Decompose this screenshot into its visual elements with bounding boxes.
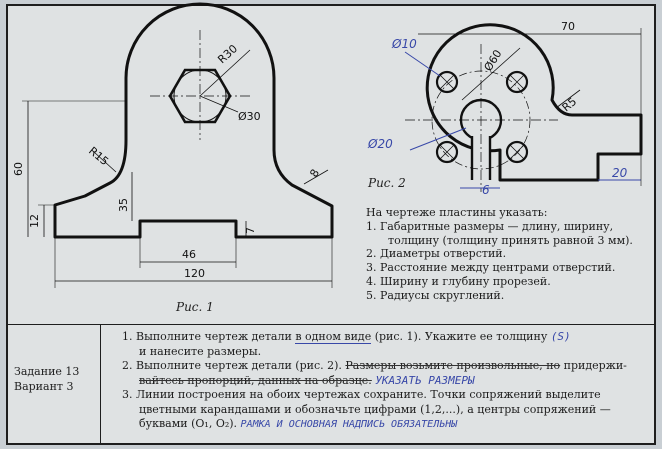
dim-d30: Ø30 <box>238 110 261 123</box>
task-1-underlined: в одном виде <box>295 330 372 344</box>
dim-120: 120 <box>184 267 205 280</box>
hole-bottom-right <box>505 140 529 164</box>
part-outline <box>53 2 334 239</box>
plate-instructions: На чертеже пластины указать: 1. Габаритн… <box>366 206 651 303</box>
instruction-item-1-cont: толщину (толщину принять равной 3 мм). <box>388 233 633 247</box>
dim-8: 8 <box>307 167 322 180</box>
task-1-cont: и нанесите размеры. <box>139 344 262 358</box>
figure-1-dimensions: R30 Ø30 R15 60 12 35 7 46 120 8 <box>12 42 322 280</box>
task-column-divider <box>100 324 101 443</box>
task-3-cont2: буквами (O₁, O₂). РАМКА И ОСНОВНАЯ НАДПИ… <box>139 417 458 430</box>
dim-46: 46 <box>182 248 196 261</box>
task-2: 2. Выполните чертеж детали (рис. 2). Раз… <box>122 359 627 372</box>
instruction-item-1: 1. Габаритные размеры — длину, ширину, <box>366 219 614 233</box>
dim-7: 7 <box>244 227 257 234</box>
dim-12: 12 <box>28 214 41 228</box>
task-3-cont: цветными карандашами и обозначьте цифрам… <box>139 402 611 416</box>
task-list: 1. Выполните чертеж детали в одном виде … <box>122 330 652 433</box>
instruction-item-4: 4. Ширину и глубину прорезей. <box>366 274 551 288</box>
plate-outline <box>425 23 643 182</box>
dim-20: 20 <box>612 166 628 180</box>
figure-2-caption: Рис. 2 <box>368 176 406 190</box>
dim-r15: R15 <box>86 144 111 168</box>
handwritten-note-frame: РАМКА И ОСНОВНАЯ НАДПИСЬ ОБЯЗАТЕЛЬНЫ <box>240 419 458 430</box>
hole-top-left <box>435 70 459 94</box>
instruction-item-2: 2. Диаметры отверстий. <box>366 247 507 261</box>
task-2-cont: вайтесь пропорций, данных на образце. УК… <box>139 373 475 387</box>
figure-2-drawing <box>404 23 643 192</box>
dim-70: 70 <box>561 20 575 33</box>
hole-bottom-left <box>435 140 459 164</box>
instructions-heading: На чертеже пластины указать: <box>366 206 548 219</box>
inscribed-circle <box>173 69 227 123</box>
task-number: Задание 13 <box>14 365 80 378</box>
figure-1-caption: Рис. 1 <box>176 300 214 314</box>
dim-d20: Ø20 <box>367 137 393 151</box>
hole-top-right <box>505 70 529 94</box>
task-divider <box>8 324 654 325</box>
instruction-item-3: 3. Расстояние между центрами отверстий. <box>366 261 616 275</box>
dim-d10: Ø10 <box>391 37 417 51</box>
task-1: 1. Выполните чертеж детали в одном виде … <box>122 330 571 344</box>
task-3: 3. Линии построения на обоих чертежах со… <box>122 388 601 401</box>
instruction-item-5: 5. Радиусы скруглений. <box>366 288 505 302</box>
handwritten-note-dimensions: УКАЗАТЬ РАЗМЕРЫ <box>375 373 475 387</box>
dim-60: 60 <box>12 162 25 176</box>
variant-number: Вариант 3 <box>14 380 74 393</box>
handwritten-s: (S) <box>550 330 571 343</box>
figure-1-drawing <box>22 2 334 288</box>
hexagon-hole <box>168 68 232 124</box>
dim-d60: Ø60 <box>482 47 505 73</box>
dim-6: 6 <box>482 183 490 197</box>
dim-35: 35 <box>117 198 130 212</box>
